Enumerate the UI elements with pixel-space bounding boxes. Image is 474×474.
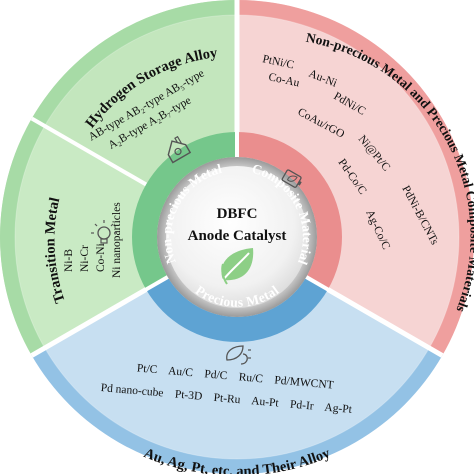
center-title-line1: DBFC	[217, 206, 258, 222]
transition-items: Ni-B Ni-Cr Co-Ni Ni nanoparticles Ni nan…	[63, 202, 123, 278]
precious-band	[146, 277, 328, 342]
composite-band	[237, 132, 342, 290]
leaf-icon	[221, 248, 254, 285]
transition-item-ni-nanoparticles: Ni nanoparticles	[111, 202, 123, 278]
green-edge-band	[0, 0, 237, 356]
transition-item-nib: Ni-B	[63, 249, 75, 272]
center-title-line2: Anode Catalyst	[188, 228, 287, 244]
lightbulb-icon	[91, 220, 117, 244]
precious-alloys-sector	[31, 237, 443, 474]
transition-metal-sector	[0, 118, 237, 356]
non-precious-band	[132, 132, 237, 290]
battery-leaf-icon	[281, 169, 302, 188]
transition-item-nicr: Ni-Cr	[79, 245, 91, 272]
blue-edge-band	[31, 348, 443, 474]
center-disk	[166, 166, 308, 308]
house-gear-icon	[167, 135, 192, 164]
transition-item-coni: Co-Ni	[95, 243, 107, 272]
red-edge-band	[237, 0, 474, 356]
plug-leaf-icon	[226, 345, 251, 365]
